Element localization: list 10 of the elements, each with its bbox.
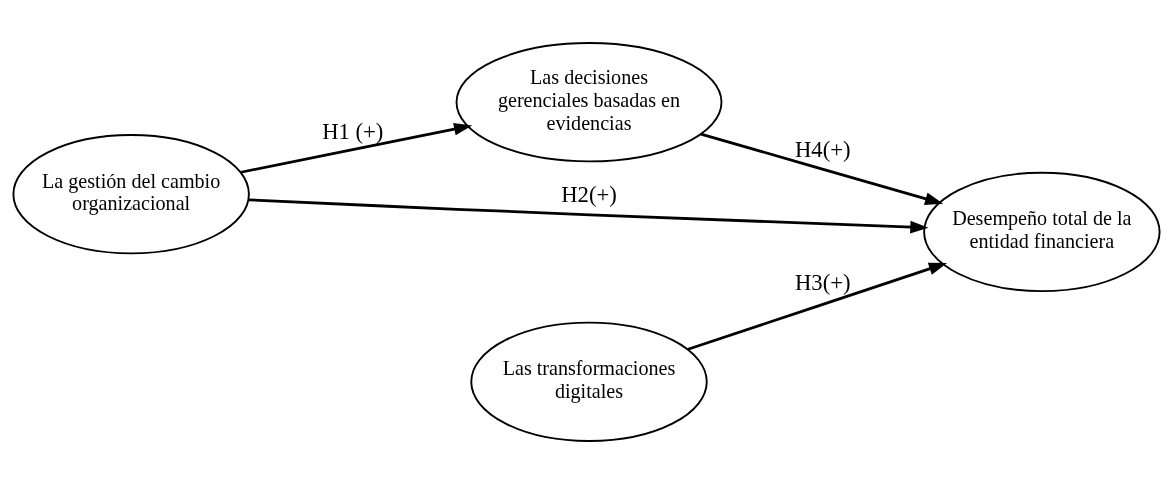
arrow xyxy=(687,262,948,351)
node-ellipse: La gestión del cambio organizacional xyxy=(12,133,250,254)
node-ellipse: Las transformaciones digitales xyxy=(470,321,708,442)
edge-label: H4(+) xyxy=(794,136,851,162)
edge-label: H2(+) xyxy=(561,181,617,207)
arrow xyxy=(248,197,929,233)
edge-label: H1 (+) xyxy=(322,118,384,144)
edge-label: H3(+) xyxy=(794,269,851,295)
arrow xyxy=(700,132,944,205)
arrow xyxy=(240,122,473,174)
